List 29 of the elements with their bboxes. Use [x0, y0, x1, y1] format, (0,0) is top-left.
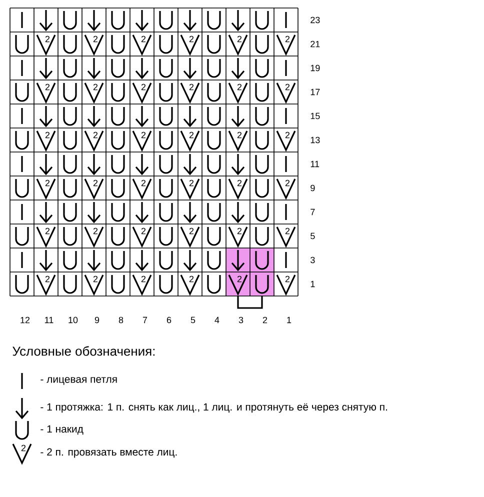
row-number: 17 — [310, 88, 320, 96]
row-number: 11 — [310, 160, 320, 168]
column-number: 2 — [262, 316, 268, 324]
row-number: 23 — [310, 16, 320, 24]
row-number: 19 — [310, 64, 320, 72]
legend-text: - 1 протяжка: 1 п. снять как лиц., 1 лиц. и протянуть её через снятую п. — [40, 403, 387, 413]
legend-text: - 2 п. провязать вместе лиц. — [40, 448, 177, 458]
row-number: 7 — [310, 208, 315, 216]
row-number: 5 — [310, 232, 315, 240]
row-number: 13 — [310, 136, 320, 144]
column-number: 6 — [166, 316, 172, 324]
column-number: 12 — [20, 316, 30, 324]
row-number: 9 — [310, 184, 315, 192]
row-number: 21 — [310, 40, 320, 48]
column-number: 3 — [238, 316, 244, 324]
row-number: 15 — [310, 112, 320, 120]
legend-text: - 1 накид — [40, 425, 84, 435]
column-number: 10 — [68, 316, 78, 324]
column-number: 9 — [94, 316, 100, 324]
row-number: 3 — [310, 256, 315, 264]
column-number: 4 — [214, 316, 220, 324]
column-number: 5 — [190, 316, 196, 324]
legend-heading: Условные обозначения: — [12, 346, 155, 356]
column-number: 1 — [287, 316, 292, 324]
row-number: 1 — [310, 280, 315, 288]
column-number: 7 — [142, 316, 148, 324]
legend-text: - лицевая петля — [40, 377, 117, 385]
column-number: 11 — [45, 316, 54, 324]
column-number: 8 — [118, 316, 124, 324]
